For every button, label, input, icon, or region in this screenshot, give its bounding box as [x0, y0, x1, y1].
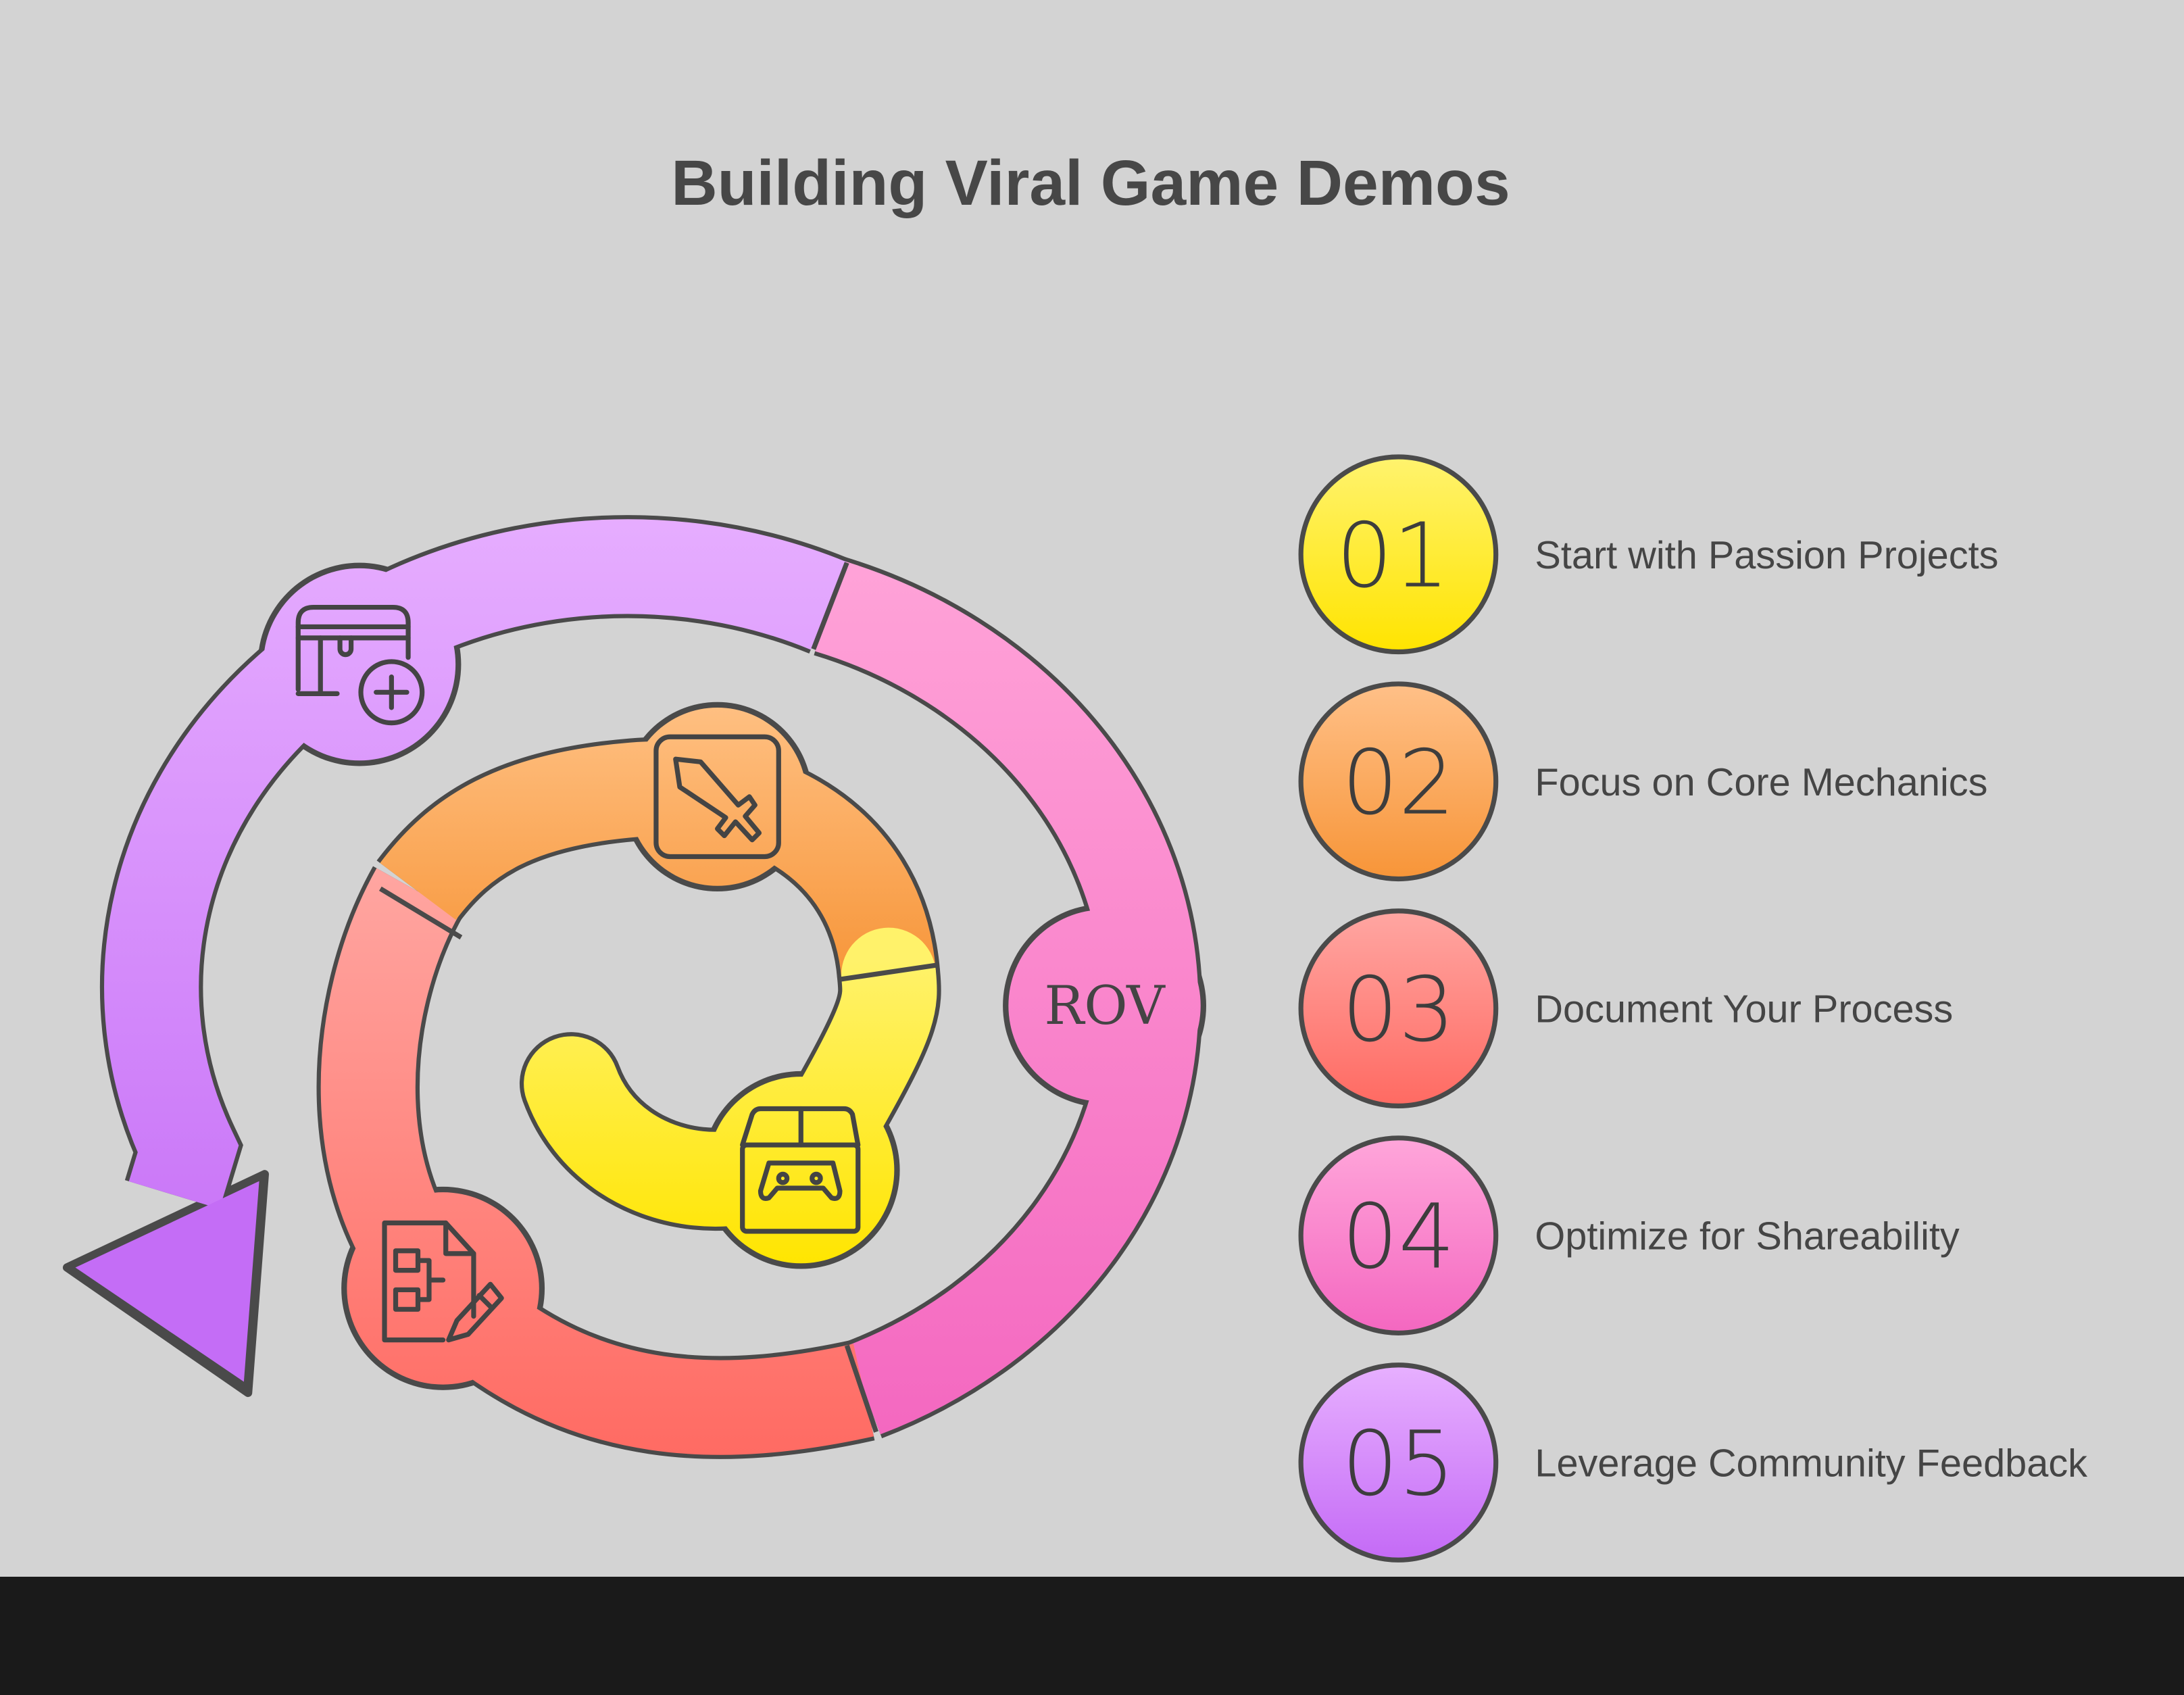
step-label: Optimize for Shareability: [1535, 1215, 1960, 1258]
page-title: Building Viral Game Demos: [671, 147, 1510, 219]
rov-logo-icon: ROV: [1044, 975, 1166, 1037]
step-number: 04: [1341, 1185, 1455, 1289]
step-number-badge: [1298, 1135, 1499, 1335]
step-number-badge: [1298, 1362, 1499, 1563]
spiral-diagram: ROV: [62, 515, 1206, 1459]
step-item: 03 Document Your Process: [1298, 908, 1953, 1109]
step-label: Document Your Process: [1535, 988, 1953, 1031]
diagram-canvas: Building Viral Game Demos: [62, 147, 2087, 1563]
step-number-badge: [1298, 454, 1499, 655]
game-box-icon: [740, 1106, 861, 1234]
step-item: 04 Optimize for Shareability: [1298, 1135, 1960, 1335]
step-label: Start with Passion Projects: [1535, 534, 1998, 577]
step-item: 02 Focus on Core Mechanics: [1298, 681, 1988, 882]
step-item: 01 Start with Passion Projects: [1298, 454, 1999, 655]
step-number: 03: [1341, 959, 1455, 1062]
steps-list: 01 Start with Passion Projects 02 Focus …: [1298, 454, 2087, 1563]
treasure-chest-plus-icon: [295, 604, 425, 726]
step-label: Focus on Core Mechanics: [1535, 761, 1987, 804]
step-number: 01: [1336, 505, 1449, 608]
arrow-head: [75, 1181, 259, 1382]
step-number: 02: [1341, 732, 1455, 835]
step-label: Leverage Community Feedback: [1535, 1442, 2087, 1485]
rov-badge-text: ROV: [1044, 975, 1166, 1037]
step-item: 05 Leverage Community Feedback: [1298, 1362, 2087, 1563]
step-number-badge: [1298, 681, 1499, 882]
sword-icon: [653, 734, 781, 860]
document-flow-edit-icon: [382, 1220, 504, 1343]
step-number-badge: [1298, 908, 1499, 1109]
bottom-bar: [0, 1577, 2184, 1695]
step-number: 05: [1341, 1412, 1455, 1516]
